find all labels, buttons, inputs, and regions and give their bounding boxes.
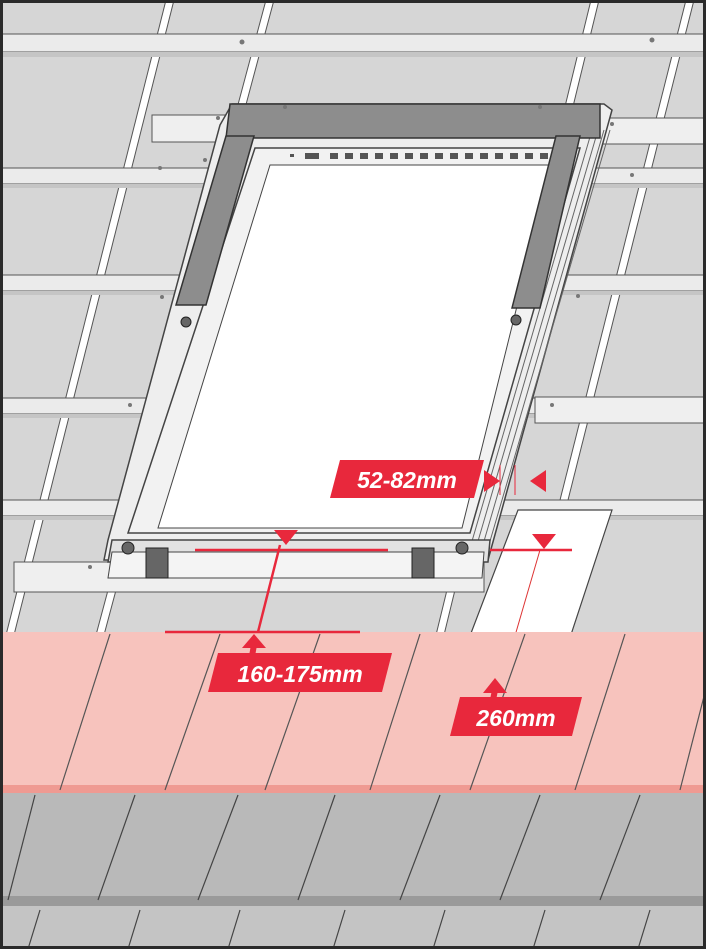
label-side-gap-bg bbox=[330, 460, 484, 498]
arrow-down-tile bbox=[532, 534, 556, 549]
grey-tile-row-1-edge bbox=[0, 896, 706, 906]
window-glass bbox=[157, 164, 553, 529]
measure-thin-lines bbox=[499, 465, 516, 495]
red-tile-row-edge bbox=[0, 785, 706, 793]
screws bbox=[88, 37, 655, 569]
measure-lines bbox=[165, 544, 572, 634]
left-flashing bbox=[174, 135, 255, 306]
mounting-brackets bbox=[121, 314, 522, 579]
grey-tile-row-1 bbox=[0, 793, 706, 905]
arrow-up-bottom-gap bbox=[242, 634, 266, 648]
label-tile-width: 260mm bbox=[475, 705, 555, 731]
label-tile-width-bg bbox=[450, 697, 582, 736]
bottom-batten-front bbox=[107, 551, 485, 579]
arrow-down-bottom-gap bbox=[274, 530, 298, 545]
label-bottom-gap: 160-175mm bbox=[237, 661, 362, 687]
top-flashing bbox=[225, 103, 601, 139]
vent-slots bbox=[290, 153, 548, 159]
grey-tile-row-2 bbox=[0, 906, 706, 949]
label-side-gap: 52-82mm bbox=[357, 467, 457, 493]
arrow-up-tile bbox=[483, 678, 507, 693]
right-flashing bbox=[511, 135, 581, 309]
dimension-arrow-icon bbox=[242, 470, 556, 693]
arrow-left-side-gap bbox=[530, 470, 546, 492]
grey-tile-joints bbox=[7, 794, 651, 949]
arrow-right-side-gap bbox=[484, 470, 500, 492]
label-bottom-gap-bg bbox=[208, 653, 392, 692]
